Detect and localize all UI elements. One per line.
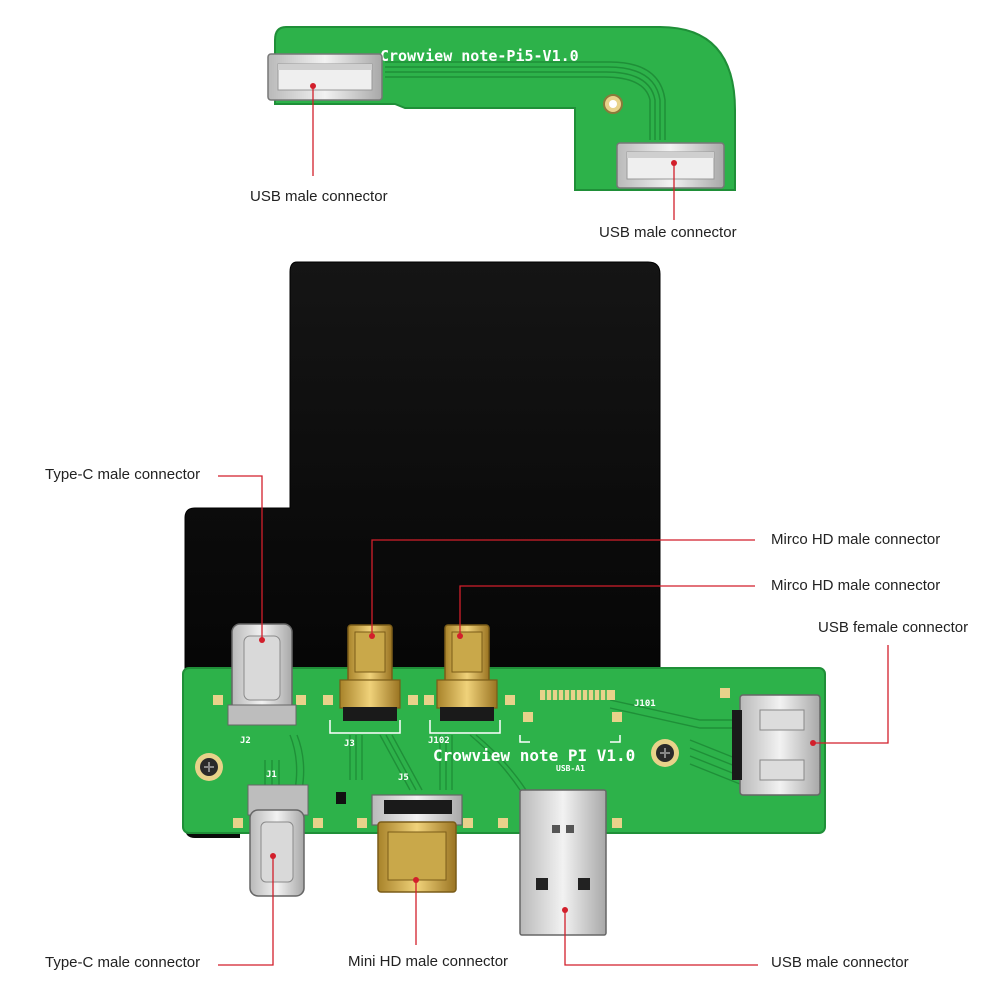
label-usb-male-top-right: USB male connector <box>599 224 737 241</box>
top-usb-connector-left <box>267 53 383 101</box>
label-type-c-male-bottom: Type-C male connector <box>45 954 201 971</box>
j101-fpc-connector <box>540 690 615 700</box>
label-usb-male-top-left: USB male connector <box>250 188 388 205</box>
top-usb-connector-right <box>616 142 725 189</box>
label-usb-female: USB female connector <box>818 619 969 636</box>
top-board-traces <box>385 61 666 140</box>
screw-right <box>651 739 679 767</box>
callout-lines <box>218 86 889 966</box>
type-c-connector-top <box>227 623 297 726</box>
screw-left <box>195 753 223 781</box>
designator-j102: J102 <box>428 736 450 746</box>
designator-j5: J5 <box>398 773 409 783</box>
top-adapter-board: Crowview note-Pi5-V1.0 <box>267 26 736 191</box>
type-c-connector-bottom <box>247 784 309 897</box>
label-micro-hd-male-1: Mirco HD male connector <box>771 531 941 548</box>
label-type-c-male-top: Type-C male connector <box>45 466 201 483</box>
label-micro-hd-male-2: Mirco HD male connector <box>771 577 941 594</box>
designator-j3: J3 <box>344 739 355 749</box>
top-board-silkscreen: Crowview note-Pi5-V1.0 <box>380 47 579 65</box>
micro-hd-connector-2 <box>436 624 498 721</box>
bottom-board-silkscreen: Crowview note PI V1.0 <box>433 746 635 765</box>
designator-usb-a1: USB-A1 <box>556 764 585 773</box>
micro-hd-connector-1 <box>339 624 401 721</box>
usb-a-female-connector <box>732 694 821 796</box>
designator-j1: J1 <box>266 770 277 780</box>
label-usb-male-bottom: USB male connector <box>771 954 909 971</box>
black-panel <box>184 261 661 691</box>
designator-j2: J2 <box>240 736 251 746</box>
callout-dots <box>259 83 816 913</box>
usb-a-male-connector <box>519 789 607 936</box>
designator-j101: J101 <box>634 699 656 709</box>
bottom-board-pads <box>213 688 730 828</box>
label-mini-hd-male: Mini HD male connector <box>348 953 509 970</box>
mini-hd-connector <box>371 794 463 893</box>
